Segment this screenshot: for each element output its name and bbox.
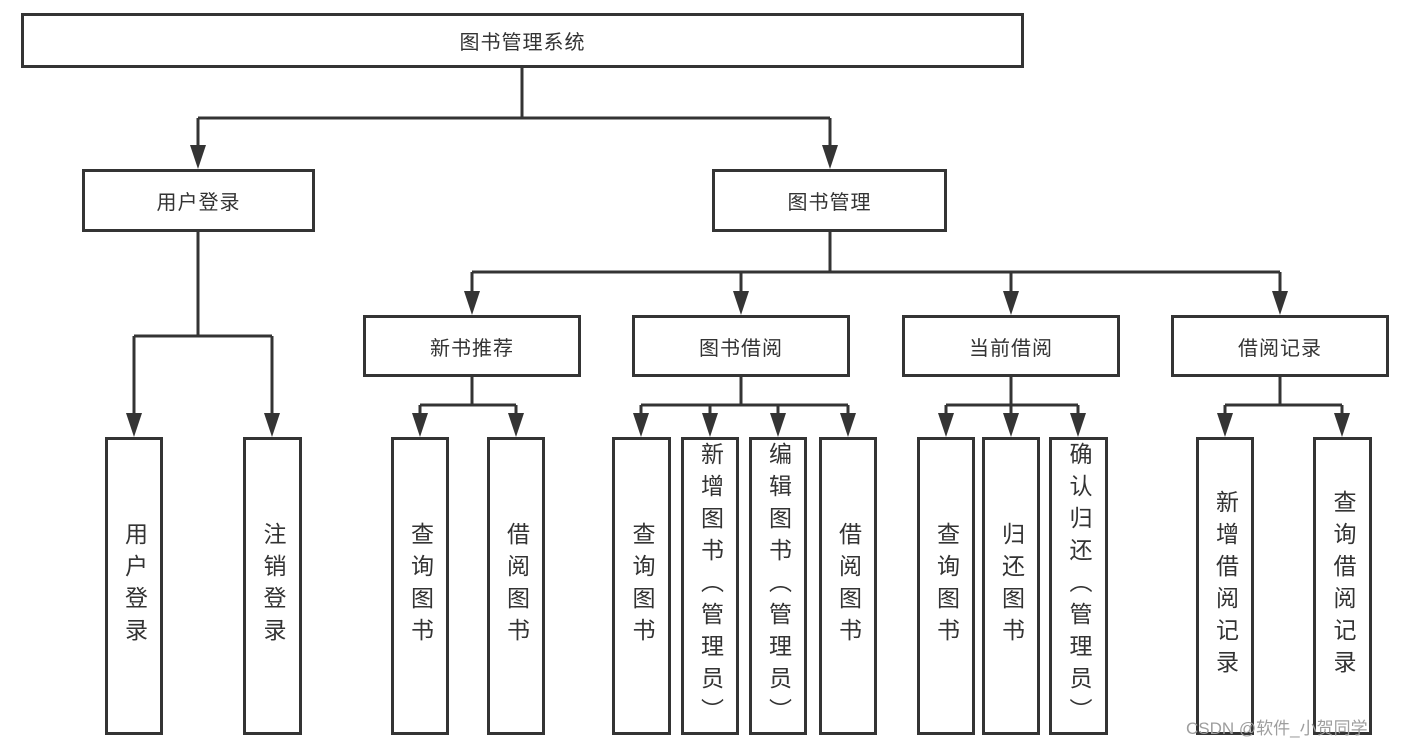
leaf-bb-borrow-book: 借阅图书 (819, 437, 877, 735)
node-root-label: 图书管理系统 (459, 32, 586, 54)
leaf-bb-borrow-book-label: 借阅图书 (835, 522, 862, 650)
node-current-borrowing-label: 当前借阅 (969, 337, 1053, 360)
leaf-nbr-query-book-label: 查询图书 (407, 522, 434, 650)
node-new-book-recommendation-label: 新书推荐 (430, 337, 514, 360)
node-book-borrowing-label: 图书借阅 (699, 337, 783, 360)
node-borrowing-records-label: 借阅记录 (1238, 337, 1322, 360)
leaf-bb-edit-book-admin-label: 编辑图书（管理员） (765, 442, 792, 730)
leaf-br-query-record: 查询借阅记录 (1313, 437, 1372, 735)
leaf-bb-query-book: 查询图书 (612, 437, 671, 735)
leaf-cb-confirm-return-admin: 确认归还（管理员） (1049, 437, 1108, 735)
connector-path (132, 68, 1344, 415)
node-book-management: 图书管理 (712, 169, 947, 232)
leaf-bb-query-book-label: 查询图书 (629, 522, 655, 650)
leaf-br-query-record-label: 查询借阅记录 (1330, 490, 1356, 682)
node-book-management-label: 图书管理 (787, 192, 872, 214)
leaf-br-add-record-label: 新增借阅记录 (1212, 490, 1239, 682)
leaf-cb-confirm-return-admin-label: 确认归还（管理员） (1066, 442, 1092, 730)
leaf-cb-query-book: 查询图书 (917, 437, 975, 735)
leaf-cb-query-book-label: 查询图书 (933, 522, 960, 650)
node-root: 图书管理系统 (21, 13, 1024, 68)
node-user-login-label: 用户登录 (156, 192, 241, 214)
leaf-bb-edit-book-admin: 编辑图书（管理员） (749, 437, 807, 735)
node-new-book-recommendation: 新书推荐 (363, 315, 581, 377)
arrowheads (126, 145, 1350, 437)
node-borrowing-records: 借阅记录 (1171, 315, 1389, 377)
leaf-user-login-label: 用户登录 (121, 522, 148, 650)
node-current-borrowing: 当前借阅 (902, 315, 1120, 377)
leaf-cb-return-book: 归还图书 (982, 437, 1040, 735)
leaf-bb-add-book-admin: 新增图书（管理员） (681, 437, 739, 735)
leaf-nbr-query-book: 查询图书 (391, 437, 449, 735)
csdn-watermark: CSDN @软件_小贺同学 (1186, 719, 1368, 738)
leaf-bb-add-book-admin-label: 新增图书（管理员） (697, 442, 724, 730)
leaf-logout: 注销登录 (243, 437, 302, 735)
node-user-login: 用户登录 (82, 169, 315, 232)
leaf-br-add-record: 新增借阅记录 (1196, 437, 1254, 735)
leaf-nbr-borrow-book: 借阅图书 (487, 437, 545, 735)
node-book-borrowing: 图书借阅 (632, 315, 850, 377)
leaf-user-login: 用户登录 (105, 437, 163, 735)
leaf-logout-label: 注销登录 (260, 522, 286, 650)
leaf-cb-return-book-label: 归还图书 (998, 522, 1025, 650)
leaf-nbr-borrow-book-label: 借阅图书 (503, 522, 530, 650)
